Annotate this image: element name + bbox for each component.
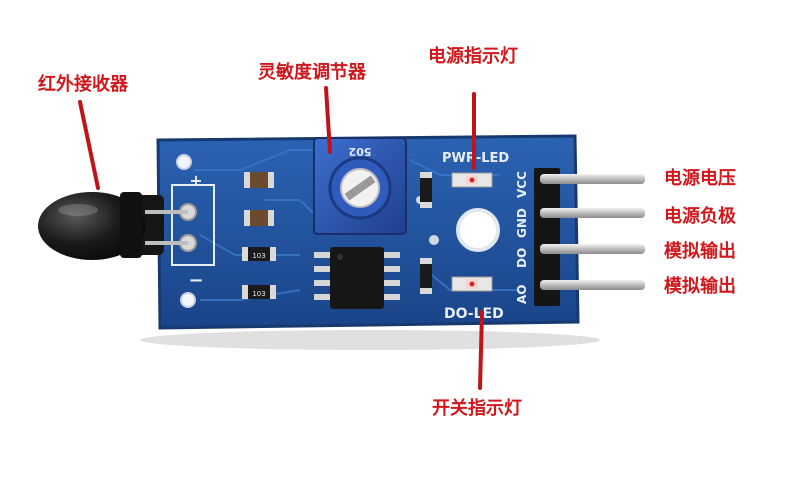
do-led xyxy=(451,276,493,292)
smd-resistor-2: 103 xyxy=(242,285,276,299)
pointer-pot xyxy=(324,86,332,154)
silk-pin-gnd: GND xyxy=(515,208,529,238)
smd-resistor-1: 103 xyxy=(242,247,276,261)
label-vcc: 电源电压 xyxy=(664,168,736,189)
resistor-1-marking: 103 xyxy=(252,252,265,260)
silk-pin-vcc: VCC xyxy=(515,171,529,198)
ir-terminal-outline xyxy=(171,184,215,266)
header-pins xyxy=(540,174,645,290)
ir-receiver-dome xyxy=(38,192,146,260)
label-power-led: 电源指示灯 xyxy=(428,46,518,67)
ir-receiver-highlight xyxy=(58,204,98,216)
label-switch-led: 开关指示灯 xyxy=(432,398,522,419)
silk-minus: − xyxy=(188,270,203,291)
smd-capacitor-1 xyxy=(244,172,274,188)
mounting-hole xyxy=(456,208,500,252)
label-ir-receiver: 红外接收器 xyxy=(38,74,128,95)
silk-do-led: DO-LED xyxy=(444,306,504,322)
ir-receiver-collar xyxy=(120,192,142,258)
potentiometer-marking: 502 xyxy=(349,145,372,158)
pointer-do-led xyxy=(478,310,484,390)
silk-pin-do: DO xyxy=(515,248,529,268)
pin-vcc xyxy=(540,174,645,184)
smd-resistor-do xyxy=(420,258,432,294)
pin-do xyxy=(540,244,645,254)
label-digital-out: 模拟输出 xyxy=(664,276,736,297)
board-shadow xyxy=(140,330,600,350)
pointer-ir xyxy=(78,100,100,190)
power-led xyxy=(451,172,493,188)
pin-header-housing xyxy=(534,168,560,306)
annotation-pointers xyxy=(78,86,484,390)
silk-plus: + xyxy=(189,171,202,190)
label-analog-out: 模拟输出 xyxy=(664,241,736,262)
pin-ao xyxy=(540,280,645,290)
pin-gnd xyxy=(540,208,645,218)
silk-pin-ao: AO xyxy=(515,285,529,305)
potentiometer: 502 xyxy=(313,137,407,235)
smd-capacitor-2 xyxy=(244,210,274,226)
label-sensitivity: 灵敏度调节器 xyxy=(258,62,366,83)
mounting-hole-left-bottom xyxy=(180,292,196,308)
via xyxy=(429,235,439,245)
smd-resistor-pwr xyxy=(420,172,432,208)
comparator-ic xyxy=(314,247,400,309)
mounting-hole-left xyxy=(176,154,192,170)
label-gnd: 电源负极 xyxy=(664,206,736,227)
resistor-2-marking: 103 xyxy=(252,290,265,298)
